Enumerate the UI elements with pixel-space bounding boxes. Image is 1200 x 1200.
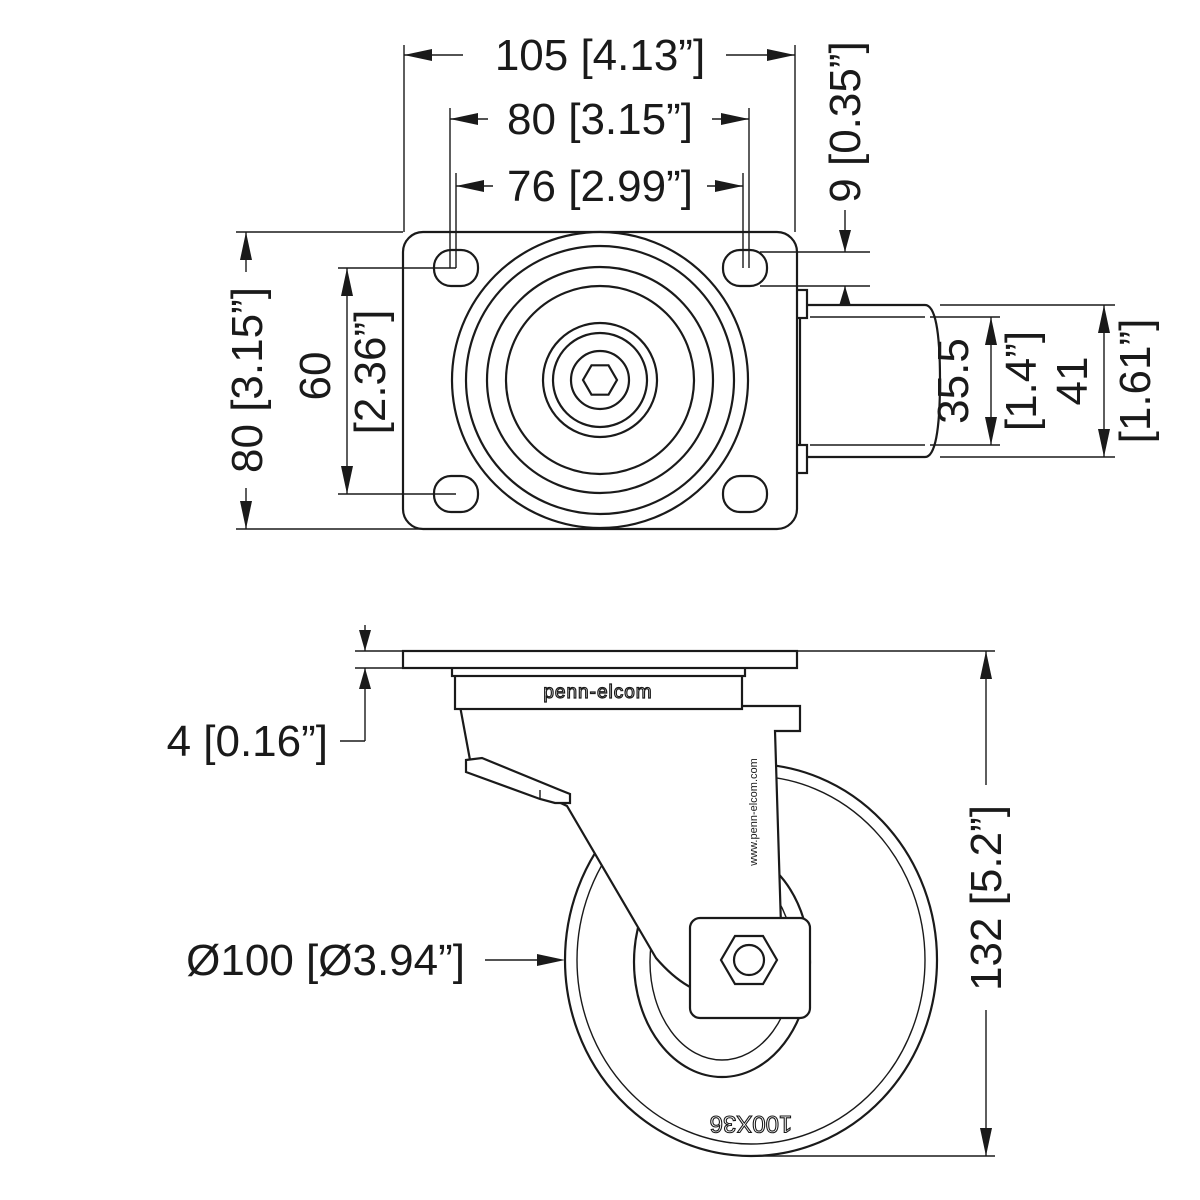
dim-top-width-bolt: 80 [3.15”] [507,95,693,144]
brand-logo: penn-elcom [543,682,652,703]
dim-top-width-inner: 76 [2.99”] [507,162,693,211]
dim-left-height-bolt-in: [2.36”] [346,310,395,435]
dim-plate-thickness: 4 [0.16”] [167,717,328,766]
top-plate-side [401,649,799,670]
dim-top-offset: 9 [0.35”] [821,41,870,202]
dim-wheel-diameter: Ø100 [Ø3.94”] [186,936,465,985]
brake-lever [464,756,572,805]
bolt-slot-bottom-right [721,474,769,514]
top-view [401,230,942,531]
hex-bolt-top [581,364,619,396]
swivel-rings [450,230,750,530]
swivel-head [453,671,744,711]
dim-right-wheel-outer-in: [1.61”] [1111,319,1160,444]
side-view [401,649,939,1158]
dim-overall-height: 132 [5.2”] [962,805,1011,991]
website-text: www.penn-elcom.com [748,758,760,867]
wheel-side-profile [793,288,942,475]
dim-left-height-bolt-mm: 60 [291,352,340,401]
dim-right-wheel-inner-in: [1.4”] [997,331,1046,431]
dim-right-wheel-outer-mm: 41 [1048,357,1097,406]
dim-left-height-overall: 80 [3.15”] [223,287,272,473]
bolt-slot-top-right [721,248,769,288]
dim-right-wheel-inner-mm: 35.5 [929,338,978,424]
dim-top-width-overall: 105 [4.13”] [495,31,705,80]
wheel-size-marking: 100X36 [710,1110,793,1137]
dimension-lines [236,45,1115,1157]
